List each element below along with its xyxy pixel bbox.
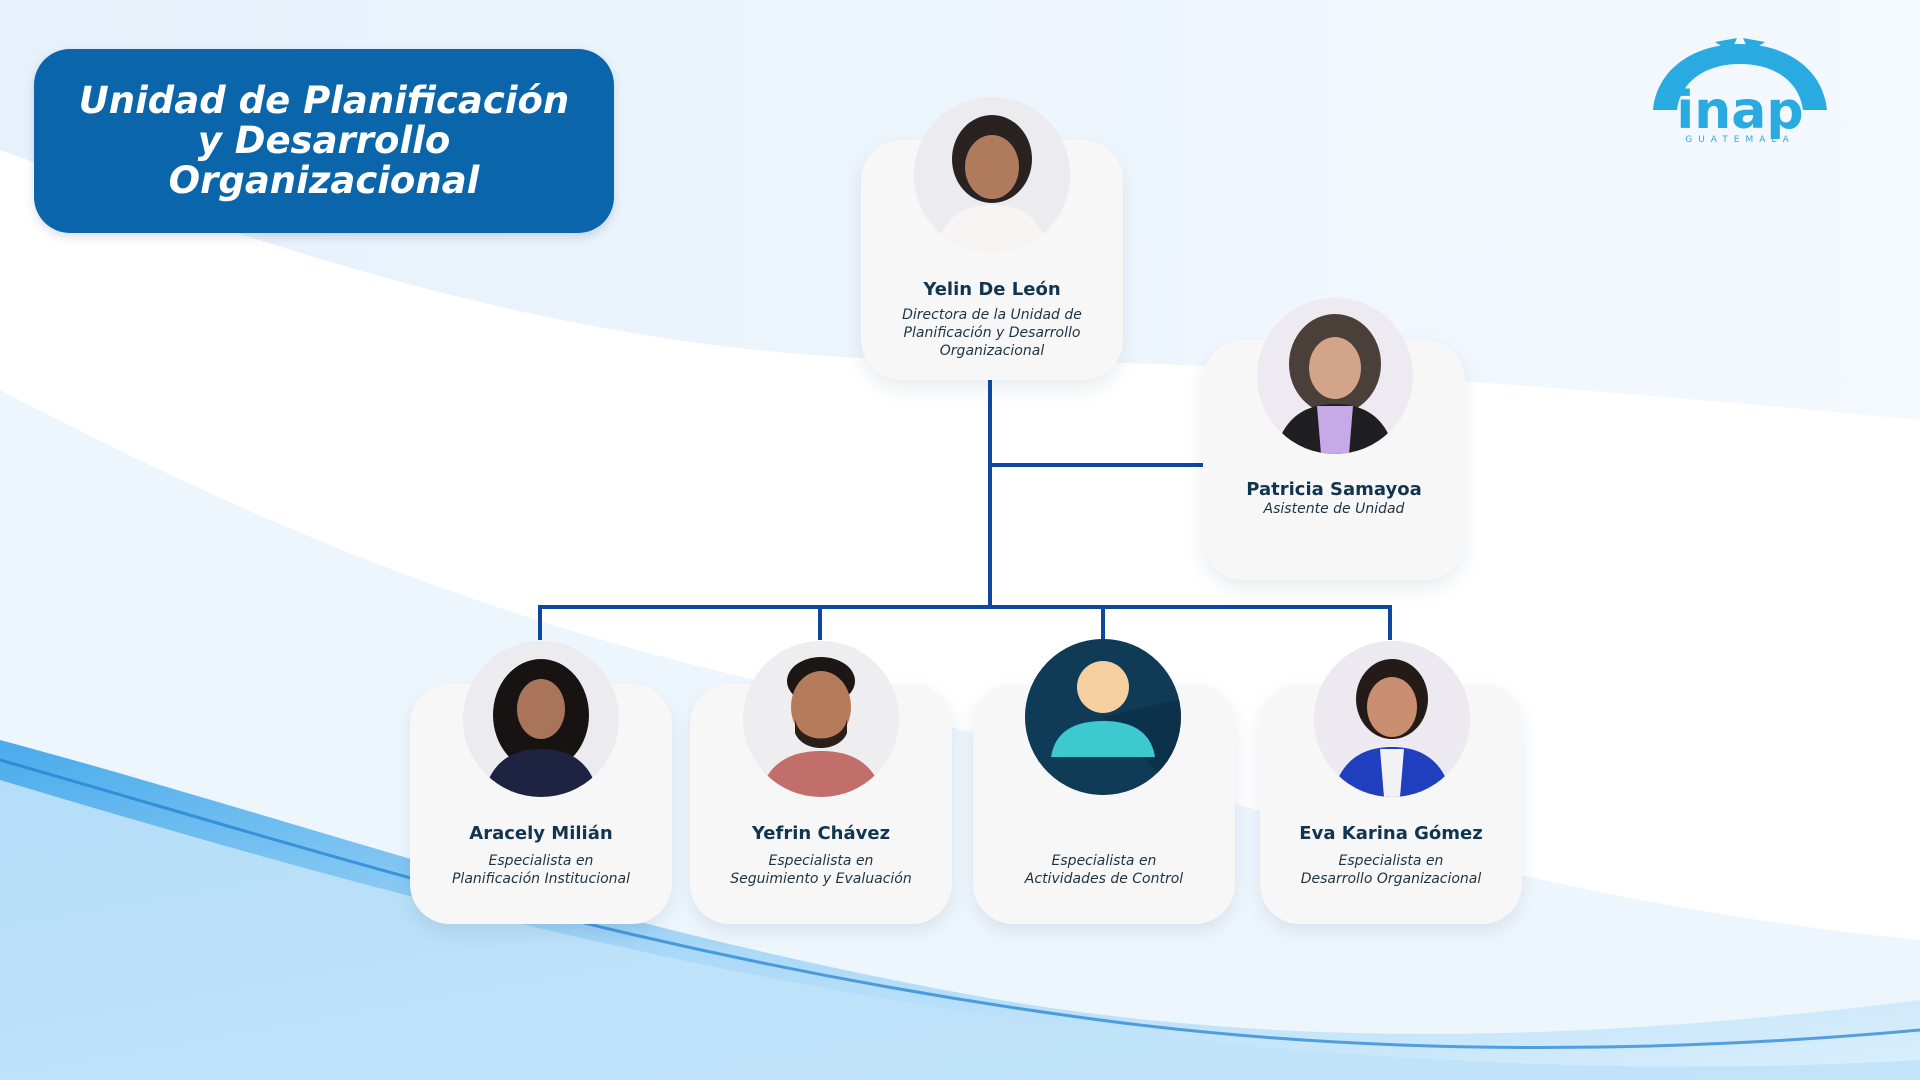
specialist-3-role-line-1: Especialista en [1051,853,1157,869]
photo-woman-icon [463,641,619,797]
placeholder-user-icon [1025,639,1181,795]
page-title: Unidad de Planificación y Desarrollo Org… [64,81,584,201]
avatar-specialist-2 [743,641,899,797]
specialist-1-role: Especialista en Planificación Institucio… [410,852,672,888]
specialist-3-role-line-2: Actividades de Control [1024,871,1184,887]
avatar-assistant [1257,298,1413,454]
avatar-director [914,97,1070,253]
specialist-1-role-line-2: Planificación Institucional [451,871,630,887]
director-role-line-3: Organizacional [939,343,1045,359]
photo-woman-icon [1314,641,1470,797]
page-title-line-3: Organizacional [168,159,480,202]
assistant-role-line-1: Asistente de Unidad [1263,501,1405,517]
director-role-line-2: Planificación y Desarrollo [903,325,1081,341]
director-role-line-1: Directora de la Unidad de [902,307,1082,323]
specialist-4-role-line-2: Desarrollo Organizacional [1300,871,1482,887]
page-title-line-1: Unidad de Planificación [78,79,570,122]
photo-man-icon [743,641,899,797]
specialist-2-role-line-1: Especialista en [768,853,874,869]
specialist-2-role-line-2: Seguimiento y Evaluación [730,871,912,887]
assistant-role: Asistente de Unidad [1203,500,1465,518]
specialist-4-role: Especialista en Desarrollo Organizaciona… [1260,852,1522,888]
page-title-banner: Unidad de Planificación y Desarrollo Org… [34,49,614,233]
specialist-4-name: Eva Karina Gómez [1299,823,1483,844]
director-role: Directora de la Unidad de Planificación … [861,306,1123,360]
page-title-line-2: y Desarrollo [197,119,451,162]
assistant-name: Patricia Samayoa [1246,479,1422,500]
logo-text: inap [1676,81,1803,141]
specialist-1-role-line-1: Especialista en [488,853,594,869]
avatar-specialist-4 [1314,641,1470,797]
inap-logo: inap GUATEMALA [1653,38,1827,143]
logo-subtext: GUATEMALA [1685,135,1795,143]
avatar-specialist-3 [1025,639,1181,795]
specialist-3-role: Especialista en Actividades de Control [973,852,1235,888]
director-name: Yelin De León [923,279,1061,300]
specialist-1-name: Aracely Milián [469,823,613,844]
specialist-2-name: Yefrin Chávez [751,823,891,844]
avatar-specialist-1 [463,641,619,797]
photo-woman-icon [1257,298,1413,454]
photo-woman-icon [914,97,1070,253]
specialist-4-role-line-1: Especialista en [1338,853,1444,869]
specialist-2-role: Especialista en Seguimiento y Evaluación [690,852,952,888]
